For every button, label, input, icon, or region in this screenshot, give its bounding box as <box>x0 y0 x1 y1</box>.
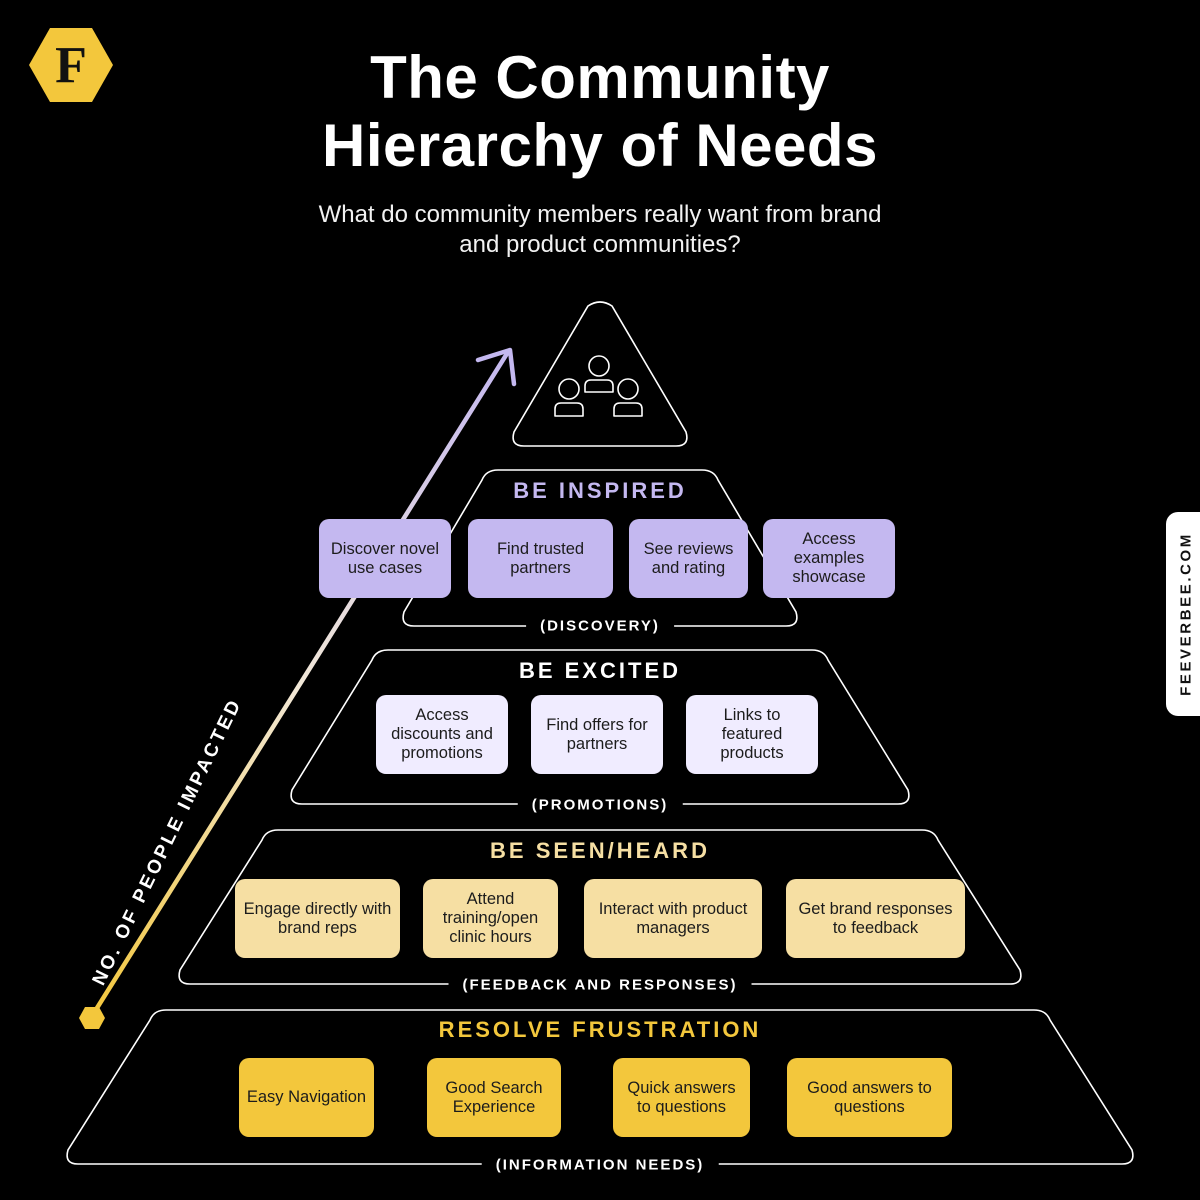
need-box-see-reviews: See reviews and rating <box>629 519 748 598</box>
page-subtitle: What do community members really want fr… <box>0 200 1200 260</box>
impact-arrow-head <box>475 347 517 387</box>
need-box-quick-answers: Quick answers to questions <box>613 1058 750 1137</box>
tier-outline-inspired <box>402 469 798 627</box>
tier-title-inspired: BE INSPIRED <box>513 478 687 503</box>
need-box-good-search: Good Search Experience <box>427 1058 561 1137</box>
title-line-1: The Community <box>370 44 830 111</box>
impact-arrow-shaft <box>89 349 511 1019</box>
svg-text:F: F <box>55 37 87 94</box>
need-box-brand-responses: Get brand responses to feedback <box>786 879 965 958</box>
title-line-2: Hierarchy of Needs <box>322 112 878 179</box>
subtitle-line-1: What do community members really want fr… <box>318 201 882 228</box>
apex-triangle <box>512 301 688 447</box>
tier-subtitle-inspired: (DISCOVERY) <box>526 617 674 635</box>
need-box-interact-product-managers: Interact with product managers <box>584 879 762 958</box>
people-group-icon <box>554 355 643 417</box>
tier-subtitle-frustration: (INFORMATION NEEDS) <box>481 1156 719 1174</box>
need-box-good-answers: Good answers to questions <box>787 1058 952 1137</box>
need-box-discover-novel-use-cases: Discover novel use cases <box>319 519 451 598</box>
tier-title-excited: BE EXCITED <box>518 658 682 683</box>
page-title: The Community Hierarchy of Needs <box>0 44 1200 180</box>
need-box-attend-training: Attend training/open clinic hours <box>423 879 558 958</box>
hexagon-logo-icon: F <box>29 28 113 102</box>
impact-arrow-base-hexagon <box>79 1007 105 1029</box>
tier-outline-excited <box>290 649 910 805</box>
need-box-featured-products: Links to featured products <box>686 695 818 774</box>
tier-outline-seen <box>178 829 1022 985</box>
need-box-find-offers: Find offers for partners <box>531 695 663 774</box>
need-box-engage-brand-reps: Engage directly with brand reps <box>235 879 400 958</box>
site-tab <box>1166 512 1200 716</box>
tier-subtitle-seen: (FEEDBACK AND RESPONSES) <box>448 976 752 994</box>
tier-outline-frustration <box>66 1009 1134 1165</box>
need-box-easy-navigation: Easy Navigation <box>239 1058 374 1137</box>
tier-title-seen: BE SEEN/HEARD <box>490 838 710 863</box>
need-box-access-discounts: Access discounts and promotions <box>376 695 508 774</box>
need-box-access-examples-showcase: Access examples showcase <box>763 519 895 598</box>
tier-title-frustration: RESOLVE FRUSTRATION <box>438 1017 762 1042</box>
need-box-find-trusted-partners: Find trusted partners <box>468 519 613 598</box>
site-url-label: FEEVERBEE.COM <box>1177 532 1195 696</box>
tier-subtitle-excited: (PROMOTIONS) <box>517 796 683 814</box>
subtitle-line-2: and product communities? <box>459 231 741 258</box>
